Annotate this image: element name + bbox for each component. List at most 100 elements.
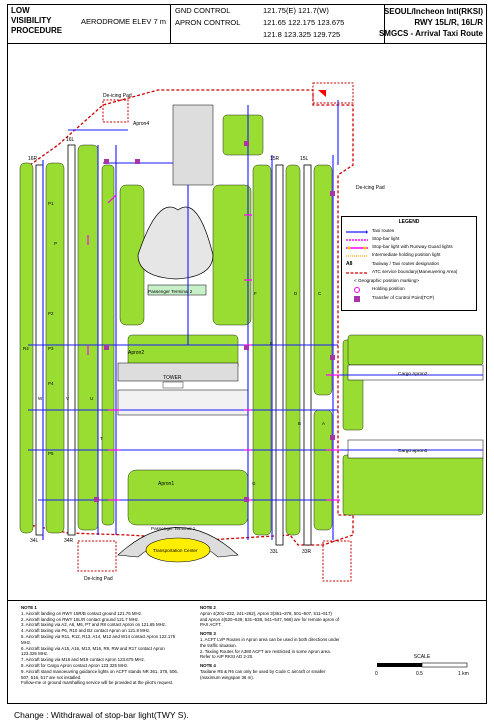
- taxi-route-symbol: [346, 230, 368, 234]
- runway-label-34L: 34L: [30, 538, 39, 544]
- grass-areas: [19, 114, 484, 536]
- tcp-marker: [330, 191, 335, 196]
- note-1: NOTE 1 1. Aircraft landing on RWY 15R/B …: [21, 605, 181, 686]
- note-3-line: 1. ACFT LVP Routes in Apron area can be …: [200, 636, 340, 648]
- tcp-marker: [104, 159, 109, 164]
- taxiway-label: C: [318, 291, 322, 296]
- legend-item-designation: Taxiway / Taxi routes designation: [372, 261, 440, 266]
- runway-label-33L: 33L: [270, 549, 279, 555]
- apron-control-frequencies-1: 121.65 122.175 123.675: [263, 18, 345, 27]
- note-1-line: 2. Aircraft landing on RWY 16L/R contact…: [21, 616, 140, 622]
- deicing-pad-south-east: [322, 540, 352, 582]
- tcp-marker: [330, 355, 335, 360]
- concourse-building: [117, 362, 239, 382]
- title-line-3: PROCEDURE: [11, 26, 63, 35]
- apron-control-label: APRON CONTROL: [175, 18, 241, 27]
- deicing-label-nw: De-icing Pad: [103, 93, 132, 99]
- note-1-line: Follow-me or ground marshalling service …: [21, 680, 174, 686]
- note-1-line: 1. Aircraft landing on RWY 15R/B contact…: [21, 610, 143, 616]
- legend-item-stop-bar: Stop-bar light: [372, 236, 400, 241]
- tcp-marker: [330, 435, 335, 440]
- legend-item-atc-boundary: ATC service boundary(Maneuvering Area): [372, 269, 458, 274]
- cargo-apron-1-label: Cargo apron1: [398, 448, 428, 454]
- airport-info: SEOUL/Incheon Intl(RKSI) RWY 15L/R, 16L/…: [379, 6, 483, 39]
- note-2-3-4: NOTE 2 Apron 4(201~232, 241~262), Apron …: [200, 605, 340, 681]
- note-1-line: 4. Aircraft taxiing via P6, R10 and B2 c…: [21, 628, 151, 634]
- runway-label-15L: 15L: [300, 156, 309, 162]
- title-line-1: LOW: [11, 6, 30, 15]
- note-2-title: NOTE 2: [200, 605, 216, 610]
- runway-15R-33L: [275, 164, 284, 546]
- apron1-label: Apron1: [158, 481, 174, 487]
- tcp-symbol: [354, 296, 360, 302]
- runway-label-16R: 16R: [28, 156, 38, 162]
- runway-15L-33R: [303, 164, 312, 546]
- taxiway-label: P4: [48, 381, 54, 386]
- note-1-line: 3. Aircraft taxiing via A2, A6, M6, P7 a…: [21, 622, 167, 628]
- note-1-line: 7. Aircraft taxiing via M18 and M19 cont…: [21, 657, 145, 663]
- transportation-center-label: Transportation Center: [153, 548, 198, 553]
- scale-label-0: 0: [375, 671, 378, 677]
- chart-header: LOW VISIBILITY PROCEDURE AERODROME ELEV …: [7, 4, 487, 44]
- taxiway-label: P3: [48, 346, 54, 351]
- scale-graphic: [377, 662, 468, 668]
- runway-designators: RWY 15L/R, 16L/R: [414, 18, 483, 27]
- note-2-line: Apron 4(201~232, 241~262), Apron 3(361~3…: [200, 610, 340, 628]
- procedure-name: SMGCS - Arrival Taxi Route: [378, 29, 483, 38]
- designation-sample: A8: [346, 261, 353, 267]
- taxiway-label: G: [252, 481, 256, 486]
- notes-section: NOTE 1 1. Aircraft landing on RWY 15R/B …: [7, 600, 487, 704]
- taxiway-label: E: [270, 341, 273, 346]
- terminal-1-label: Passenger Terminal 1: [151, 526, 196, 531]
- runway-label-16L: 16L: [66, 137, 75, 143]
- taxiway-label: V: [66, 396, 69, 401]
- tower-building: [162, 381, 184, 389]
- taxiway-label: W: [38, 396, 43, 401]
- cargo-apron-2: [347, 364, 484, 381]
- terminal-2-label: Passenger Terminal 2: [148, 289, 193, 294]
- taxiway-label: T: [100, 436, 103, 441]
- taxiway-label: B: [298, 421, 301, 426]
- title-line-2: VISIBILITY: [11, 16, 52, 25]
- taxiway-label: P1: [48, 201, 54, 206]
- apron-control-frequencies-2: 121.8 123.325 129.725: [263, 30, 341, 39]
- terminal-2-building: [137, 206, 214, 280]
- deicing-pad-north-east: [312, 82, 354, 104]
- taxiway-label: P2: [48, 311, 54, 316]
- taxiway-label: F: [254, 291, 257, 296]
- deicing-pad-south: [77, 540, 117, 572]
- runway-label-33R: 33R: [302, 549, 312, 555]
- taxiway-label: P: [54, 241, 57, 246]
- tcp-marker: [244, 345, 249, 350]
- taxiway-label: A: [322, 421, 325, 426]
- scale-bar: SCALE 0 0.5 1 km: [372, 654, 472, 685]
- tower-label: TOWER: [163, 375, 182, 381]
- atc-boundary-symbol: [346, 272, 368, 274]
- runway-16L-34R: [67, 144, 76, 536]
- stop-bar-symbol: [346, 239, 368, 241]
- legend-item-geographic-position: < Geographic position marking>: [354, 278, 420, 283]
- legend-item-holding-position: Holding position: [372, 286, 405, 291]
- runway-16R-34L: [35, 164, 44, 536]
- apron4-label: Apron4: [133, 121, 149, 127]
- aerodrome-map: 16R 16L 15R 15L 34L 34R 33L 33R Apron4 A…: [19, 82, 484, 582]
- scale-label-mid: 0.5: [416, 671, 423, 677]
- note-3-title: NOTE 3: [200, 631, 216, 637]
- aerodrome-elevation: AERODROME ELEV 7 m: [81, 17, 167, 26]
- tcp-marker: [104, 345, 109, 350]
- runway-label-15R: 15R: [270, 156, 280, 162]
- legend-item-taxi-routes: Taxi routes: [372, 228, 395, 233]
- change-notice: Change : Withdrawal of stop-bar light(TW…: [14, 710, 189, 720]
- runway-label-34R: 34R: [64, 538, 74, 544]
- apron2-label: Apron2: [128, 350, 144, 356]
- taxiway-label: D: [294, 291, 298, 296]
- note-1-line: 9. Aircraft stand manoeuvring guidance l…: [21, 668, 179, 680]
- note-1-title: NOTE 1: [21, 605, 37, 610]
- legend-item-stop-bar-rgl: Stop-bar light with Runway Guard lights: [372, 244, 453, 249]
- chart-frame: [7, 4, 487, 704]
- gnd-control-label: GND CONTROL: [175, 6, 231, 15]
- tcp-marker: [244, 497, 249, 502]
- airport-name: SEOUL/Incheon Intl(RKSI): [383, 7, 483, 16]
- note-4-line: Taxilane R5 & R6 can only be used by Cod…: [200, 668, 326, 680]
- north-apron-building: [172, 104, 214, 186]
